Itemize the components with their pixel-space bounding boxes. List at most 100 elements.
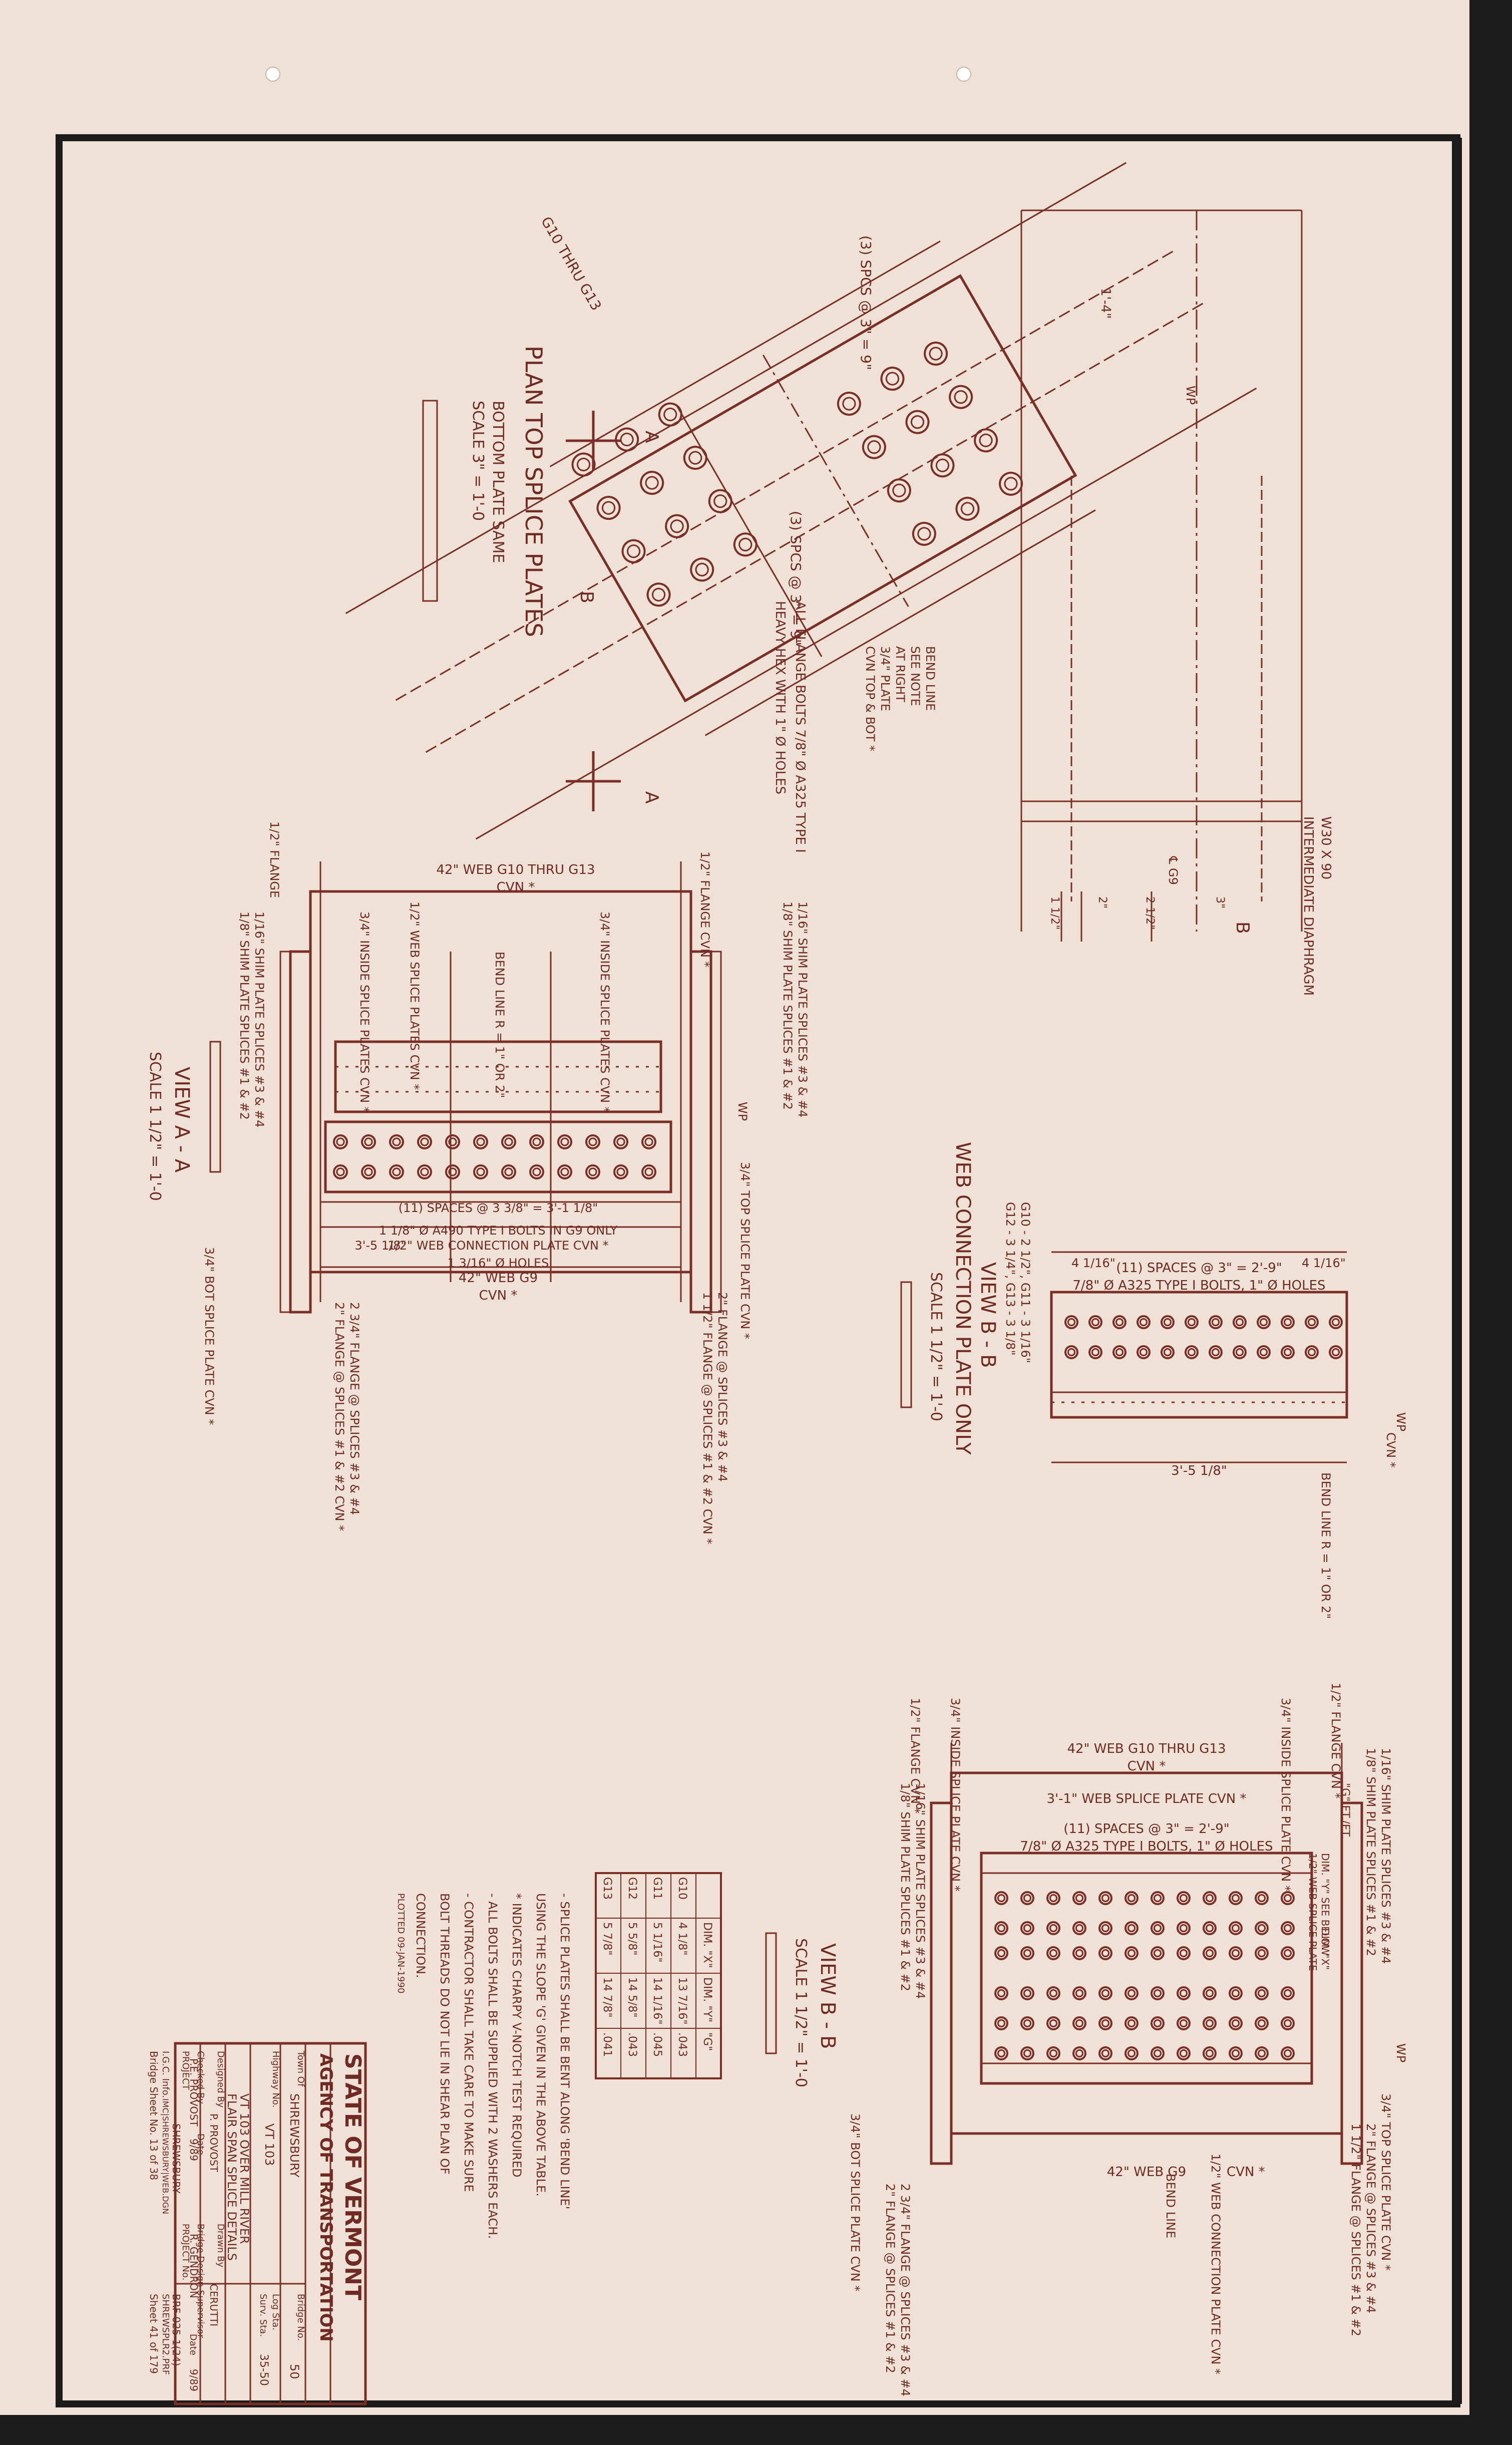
bolt-hole <box>1112 1315 1126 1329</box>
table-header: DIM. "X" <box>701 1922 713 1968</box>
bolt-hole <box>1161 1345 1175 1359</box>
bolt-hole <box>1255 1921 1269 1935</box>
plan-note: ALL FLANGE BOLTS 7/8" Ø A325 TYPE I <box>793 601 808 853</box>
bolt-hole <box>1020 1921 1034 1935</box>
aa-flange-label: 1/2" FLANGE <box>267 821 281 898</box>
bolt-hole <box>1281 1986 1295 2000</box>
bolt-hole <box>1046 2046 1060 2060</box>
bb2-right-label: 3/4" INSIDE SPLICE PLATE CVN * <box>1279 1698 1293 1892</box>
svg-text:Bridge No.: Bridge No. <box>295 2294 306 2341</box>
bolt-hole <box>613 1134 628 1149</box>
plan-note: HEAVY HEX WITH 1" Ø HOLES <box>773 601 788 794</box>
bolt-hole <box>1064 1315 1078 1329</box>
bolt-hole <box>1185 1315 1199 1329</box>
table-cell: G13 <box>601 1877 613 1900</box>
plan-title: PLAN TOP SPLICE PLATES <box>520 346 547 637</box>
diaphragm-label: INTERMEDIATE DIAPHRAGM <box>1301 816 1316 996</box>
section-a-mark: A <box>641 431 662 443</box>
bolt-hole <box>1064 1345 1078 1359</box>
tb-supervisor: R. GENDRON <box>188 2234 200 2298</box>
table-cell: .041 <box>601 2032 613 2057</box>
tb-sheet: Sheet 41 of 179 <box>148 2294 160 2374</box>
bolt-hole <box>1281 1891 1295 1905</box>
table-cell: 14 1/16" <box>651 1977 663 2025</box>
bolt-hole <box>1072 1891 1086 1905</box>
aa-conn-dims: 3'-5 1/8" <box>354 1239 406 1253</box>
bolt-hole <box>1098 2046 1112 2060</box>
bolt-hole <box>361 1164 376 1179</box>
aa-web-splice: 1/2" WEB SPLICE PLATES CVN * <box>408 901 422 1090</box>
bb2-cvn: CVN * <box>1127 1759 1166 1774</box>
plan-note: 3/4" PLATE <box>878 646 892 711</box>
table-cell: 13 7/16" <box>676 1977 688 2025</box>
diaphragm-label: W30 X 90 <box>1318 816 1333 879</box>
bb2-web-bottom: 42" WEB G9 <box>1107 2165 1186 2180</box>
bolt-hole <box>994 1986 1008 2000</box>
aa-flange-splices: 2" FLANGE @ SPLICES #3 & #4 <box>715 1292 729 1482</box>
bb1-dim: 4 1/16" <box>1071 1256 1115 1270</box>
punch-hole <box>265 67 280 82</box>
bolt-hole <box>473 1134 488 1149</box>
svg-text:Checked By: Checked By <box>195 2051 206 2104</box>
tb-file: SHREWSPLR2.PRF <box>160 2294 171 2375</box>
bolt-hole <box>1098 1946 1112 1960</box>
bb2-spaces: (11) SPACES @ 3" = 2'-9" <box>1063 1821 1230 1837</box>
plotted-stamp: PLOTTED 09-JAN-1990 <box>396 1893 406 1994</box>
bb1-dim: 4 1/16" <box>1302 1256 1346 1270</box>
plan-girder-label: G10 THRU G13 <box>538 214 605 314</box>
plan-note: AT RIGHT <box>893 646 907 702</box>
svg-text:Drawn By: Drawn By <box>215 2224 226 2267</box>
aa-shim-label: 1/8" SHIM PLATE SPLICES #1 & #2 <box>237 911 251 1120</box>
tb-highway: VT 103 <box>262 2123 276 2166</box>
plan-note: BEND LINE <box>923 646 937 711</box>
bolt-hole <box>924 342 948 366</box>
bb2-shim: 1/16" SHIM PLATE SPLICES #3 & #4 <box>913 1783 927 1999</box>
svg-text:I.G.C. Info.: I.G.C. Info. <box>160 2051 171 2098</box>
aa-wp: WP <box>735 1102 749 1121</box>
bb2-scale: SCALE 1 1/2" = 1'-0 <box>792 1938 810 2087</box>
section-b-mark: B <box>1232 922 1253 934</box>
bb2-bolts: 7/8" Ø A325 TYPE I BOLTS, 1" Ø HOLES <box>1020 1839 1273 1854</box>
title-block: STATE OF VERMONT AGENCY OF TRANSPORTATIO… <box>148 2042 367 2405</box>
bolt-hole <box>333 1164 348 1179</box>
bolt-hole <box>1137 1345 1151 1359</box>
aa-flange-splices: 2" FLANGE @ SPLICES #1 & #2 CVN * <box>332 1302 346 1531</box>
bolt-hole <box>1281 1345 1295 1359</box>
svg-text:3": 3" <box>1214 896 1226 908</box>
bolt-hole <box>417 1164 432 1179</box>
bolt-hole <box>615 427 639 452</box>
svg-text:2": 2" <box>1096 896 1108 908</box>
bolt-hole <box>905 410 930 434</box>
bolt-hole <box>1229 1891 1243 1905</box>
svg-text:Date: Date <box>195 2133 206 2155</box>
table-cell: 5 5/8" <box>626 1922 638 1956</box>
bb1-cvn: CVN * <box>1384 1432 1398 1468</box>
bb1-subtitle: WEB CONNECTION PLATE ONLY <box>951 1142 974 1455</box>
aa-cvn: CVN * <box>497 880 535 895</box>
bolt-hole <box>1209 1345 1223 1359</box>
tb-project-town: SHREWSBURY <box>170 2123 182 2194</box>
bolt-hole <box>1098 1986 1112 2000</box>
aa-web-bottom: 42" WEB G9 <box>459 1271 538 1286</box>
bb1-girders: G10 - 2 1/2", G11 - 3 1/16" <box>1018 1202 1032 1363</box>
bb2-title: VIEW B - B <box>816 1943 839 2049</box>
bolt-hole <box>1046 1986 1060 2000</box>
bb2-splice-plate: 3'-1" WEB SPLICE PLATE CVN * <box>1046 1791 1246 1806</box>
bolt-hole <box>1046 2016 1060 2030</box>
bolt-hole <box>994 1921 1008 1935</box>
svg-text:Designed By: Designed By <box>215 2051 226 2108</box>
bolt-hole <box>1020 2046 1034 2060</box>
note-line: - ALL BOLTS SHALL BE SUPPLIED WITH 2 WAS… <box>486 1893 500 2239</box>
bolt-hole <box>1255 1986 1269 2000</box>
bolt-hole <box>646 582 671 607</box>
bolt-hole <box>1072 1986 1086 2000</box>
tb-drawn: CERUTTI <box>208 2284 220 2326</box>
plan-dim: 1'-4" <box>1098 288 1113 319</box>
bolt-hole <box>994 1891 1008 1905</box>
table-cell: .045 <box>651 2032 663 2057</box>
bolt-hole <box>1281 2046 1295 2060</box>
note-line: CONNECTION. <box>414 1893 428 1978</box>
bolt-hole <box>1257 1315 1271 1329</box>
bb1-dim3: 3'-5 1/8" <box>1171 1463 1227 1478</box>
